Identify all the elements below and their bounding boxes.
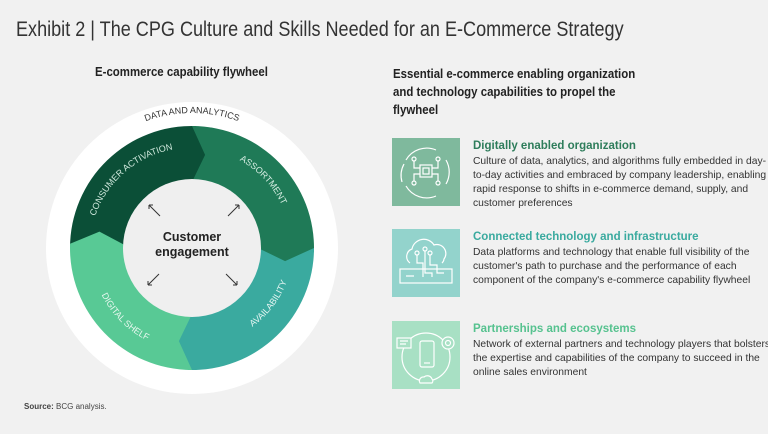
source-note: Source: BCG analysis. [24,402,107,411]
flywheel-segment-consumer-activation [70,126,209,248]
capability-description: Network of external partners and technol… [473,339,768,378]
flywheel-segment-digital-shelf [70,231,192,370]
arrows [147,204,240,286]
arrow-up-right-icon [227,204,240,217]
arrow-down-left-icon [147,273,160,286]
center-label-line2: engagement [155,245,229,259]
phone-network-icon [392,321,460,389]
exhibit-title: Exhibit 2 | The CPG Culture and Skills N… [16,18,624,41]
center-label-line1: Customer [163,230,221,244]
chip-cycle-icon [392,138,460,206]
source-text: BCG analysis. [53,402,107,411]
cloud-circuit-icon [392,229,460,297]
flywheel-segment-assortment [192,126,314,265]
capability-description: Data platforms and technology that enabl… [473,247,751,286]
flywheel-diagram: DATA AND ANALYTICS CONSUMER ACTIVATION A… [46,102,338,394]
capability-title: Digitally enabled organization [473,140,636,152]
capability-title: Partnerships and ecosystems [473,323,636,335]
flywheel-segment-availability [175,248,314,370]
flywheel-heading: E-commerce capability flywheel [95,64,268,79]
capabilities-heading: Essential e-commerce enabling organizati… [393,66,636,117]
capability-description: Culture of data, analytics, and algorith… [473,156,767,209]
source-label: Source: [24,402,54,411]
arrow-down-right-icon [225,273,238,286]
capability-title: Connected technology and infrastructure [473,231,699,243]
arrow-up-left-icon [148,204,161,217]
